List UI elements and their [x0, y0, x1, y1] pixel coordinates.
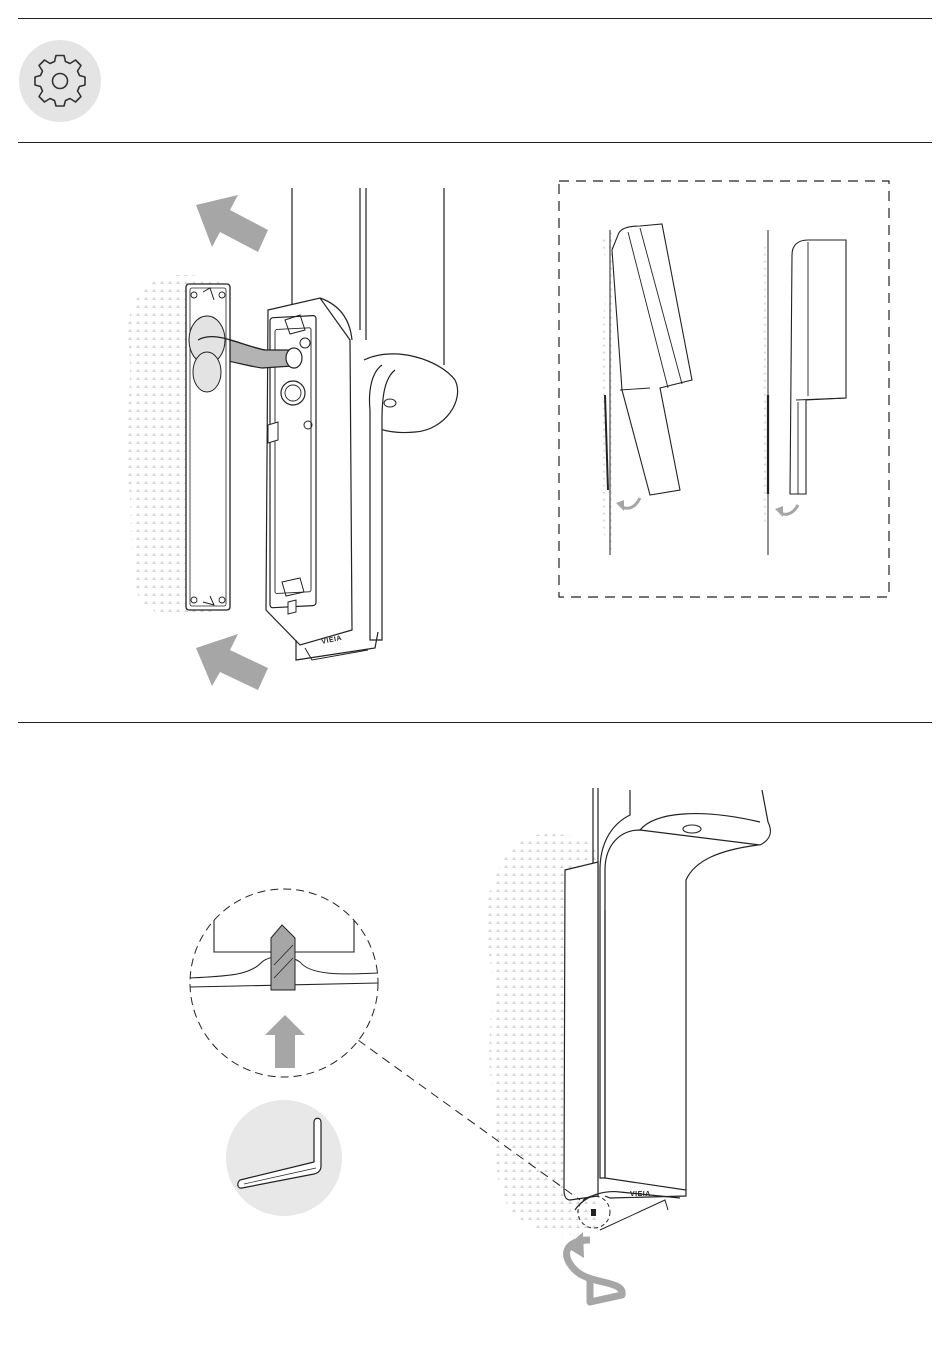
pull-arrow-upper: [196, 195, 268, 252]
tool-badge: [226, 1100, 342, 1216]
zoom-detail: [190, 889, 378, 1077]
lock-housing-2: [564, 862, 598, 1200]
step2-assembly: VIEIA: [358, 788, 770, 1302]
tilt-arrow-icon: [781, 505, 798, 514]
brand-mark-2: VIEIA: [630, 1191, 651, 1198]
set-screw: [271, 925, 295, 990]
tilted-cover-left: [612, 224, 692, 495]
detail-box: [559, 181, 889, 597]
tilt-arrow-icon: [622, 498, 640, 508]
step1-assembly: VIEIA: [126, 188, 457, 690]
mount-plate-2: [600, 790, 770, 1178]
pull-arrow-lower: [196, 634, 268, 690]
